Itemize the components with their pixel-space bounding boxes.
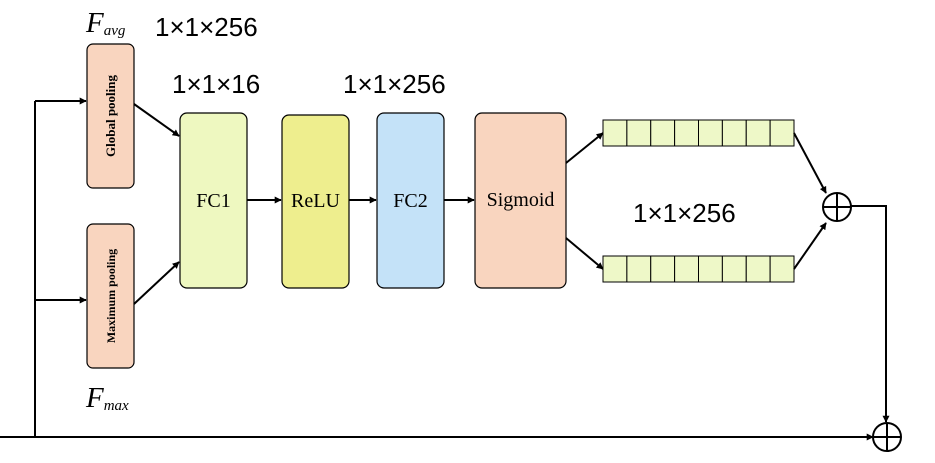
vector-cell [650, 255, 676, 283]
vector-cell [602, 119, 628, 147]
relu-label: ReLU [291, 190, 340, 212]
sigmoid-label: Sigmoid [487, 189, 555, 211]
vector-cell [674, 119, 699, 147]
f-avg-label: Favg [85, 7, 126, 39]
fc1-label: FC1 [196, 190, 230, 212]
fc1-block: FC1 [179, 112, 248, 289]
vector-cell [769, 255, 795, 283]
arrow-bottom-vector-to-sum [793, 222, 827, 270]
f-avg-subscript: avg [104, 23, 126, 39]
arrow-maximum-pooling-to-fc1 [133, 261, 180, 305]
global-pooling-label: Global pooling [103, 75, 118, 157]
arrow-sigmoid-to-top-vector [565, 132, 604, 164]
vector-cell [745, 119, 771, 147]
dim-label-fc1: 1×1×16 [172, 69, 260, 99]
global-pooling-box [86, 43, 135, 189]
vector-cell [698, 119, 723, 147]
input-lines [0, 97, 874, 441]
vector-cell [698, 255, 723, 283]
dim-label-top: 1×1×256 [155, 12, 258, 42]
dim-label-fc2: 1×1×256 [343, 69, 446, 99]
relu-box [281, 114, 350, 289]
vector-cell [745, 255, 771, 283]
fc2-label: FC2 [393, 190, 427, 212]
maximum-pooling-label: Maximum pooling [104, 249, 118, 343]
f-max-main: F [85, 382, 104, 414]
sum-to-final-line [851, 205, 890, 423]
top-weight-vector [602, 119, 795, 147]
vector-cell [650, 119, 676, 147]
f-max-label: Fmax [85, 382, 129, 414]
vector-to-sum-arrows [793, 132, 890, 423]
maximum-pooling-block: Maximum pooling [86, 223, 135, 369]
vector-cell [674, 255, 699, 283]
arrow-global-pooling-to-fc1 [133, 103, 180, 137]
final-sum-operator-icon [872, 422, 902, 452]
vector-cell [626, 255, 652, 283]
chain-arrows [247, 132, 604, 270]
arrow-top-vector-to-sum [793, 132, 827, 194]
pooling-to-fc1-arrows [133, 103, 180, 305]
vector-cell [769, 119, 795, 147]
fc2-block: FC2 [376, 112, 445, 289]
dim-label-output: 1×1×256 [633, 198, 736, 228]
relu-block: ReLU [281, 114, 350, 289]
global-pooling-block: Global pooling [86, 43, 135, 189]
vector-cell [721, 119, 747, 147]
maximum-pooling-box [86, 223, 135, 369]
f-max-subscript: max [104, 398, 129, 414]
f-avg-main: F [85, 7, 104, 39]
sum-operator-icon [822, 192, 852, 222]
sigmoid-box [474, 112, 567, 289]
vector-cell [602, 255, 628, 283]
vector-cell [626, 119, 652, 147]
sigmoid-block: Sigmoid [474, 112, 567, 289]
vector-cell [721, 255, 747, 283]
bottom-weight-vector [602, 255, 795, 283]
arrow-sigmoid-to-bottom-vector [565, 237, 604, 270]
